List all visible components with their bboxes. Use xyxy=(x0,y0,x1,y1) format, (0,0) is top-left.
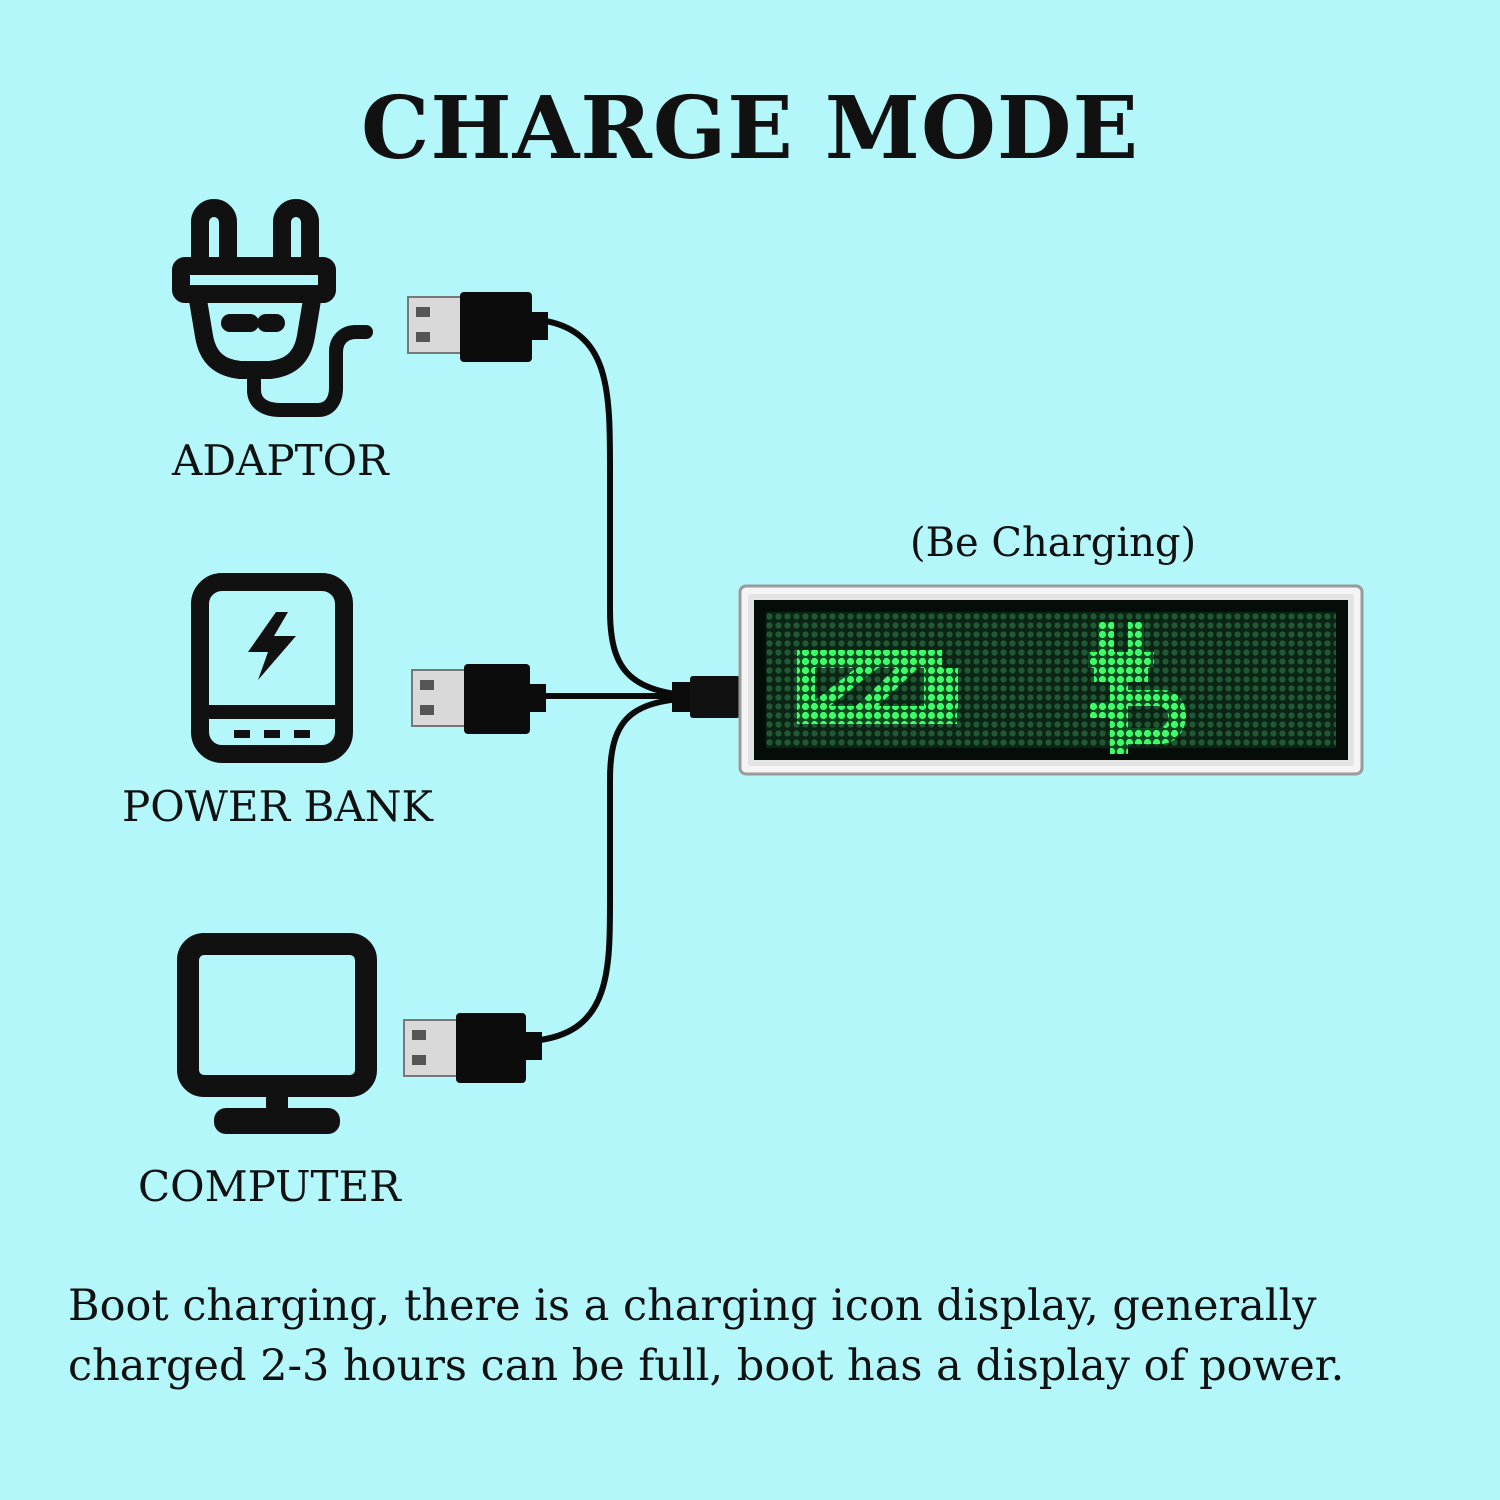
badge-usb-connector xyxy=(672,676,740,718)
page-title: CHARGE MODE xyxy=(360,78,1140,179)
power-bank-icon xyxy=(191,573,353,763)
computer-label: COMPUTER xyxy=(138,1162,401,1211)
usb-plug-computer xyxy=(403,1013,542,1083)
led-plug-icon xyxy=(1088,622,1186,754)
usb-plug-adaptor xyxy=(407,292,548,362)
plug-icon xyxy=(172,199,373,417)
description-line-1: Boot charging, there is a charging icon … xyxy=(68,1281,1317,1331)
description-line-2: charged 2-3 hours can be full, boot has … xyxy=(68,1341,1345,1391)
charging-status-label: (Be Charging) xyxy=(910,520,1197,566)
power-bank-label: POWER BANK xyxy=(122,782,433,831)
led-battery-icon xyxy=(797,650,958,724)
adaptor-label: ADAPTOR xyxy=(172,436,389,485)
description: Boot charging, there is a charging icon … xyxy=(68,1276,1468,1396)
usb-cables xyxy=(537,317,693,1043)
led-badge xyxy=(738,584,1364,776)
usb-plug-power-bank xyxy=(411,664,546,734)
monitor-icon xyxy=(177,933,377,1134)
